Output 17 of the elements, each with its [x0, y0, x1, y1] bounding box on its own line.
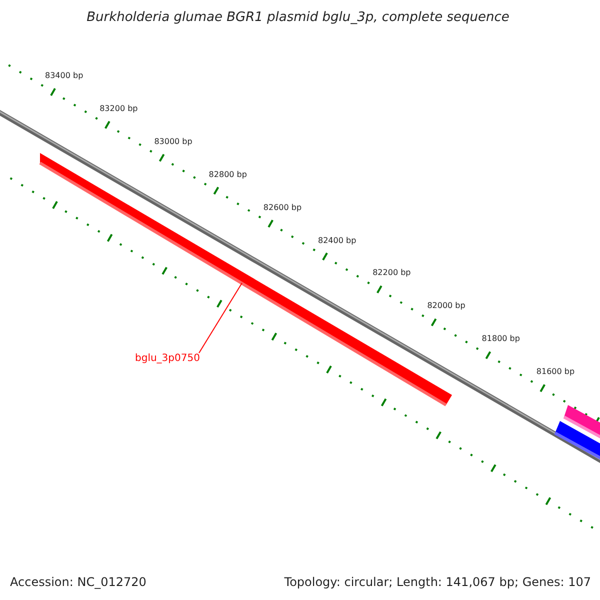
scale-label: 82400 bp: [318, 236, 356, 244]
title: Burkholderia glumae BGR1 plasmid bglu_3p, complete sequence: [86, 10, 510, 25]
scale-label: 83400 bp: [45, 71, 84, 80]
scale-label: 82600 bp: [263, 202, 302, 212]
scale-label: 82800 bp: [208, 170, 247, 179]
scale-label: 82000 bp: [427, 301, 466, 310]
gene-bar: [554, 421, 600, 462]
scale-label: 82200 bp: [372, 268, 411, 278]
summary-text: Topology: circular; Length: 141,067 bp; Genes: 107: [284, 575, 591, 589]
gene-label: bglu_3p0750: [135, 353, 200, 364]
leader-line: [198, 282, 242, 354]
scale-label: 83200 bp: [100, 104, 138, 113]
gene-bar: [39, 153, 452, 406]
accession-text: Accession: NC_012720: [10, 575, 146, 589]
scale-label: 81600 bp: [536, 367, 575, 376]
gene-bar: [563, 405, 600, 442]
scale-label: 81800 bp: [482, 334, 520, 344]
